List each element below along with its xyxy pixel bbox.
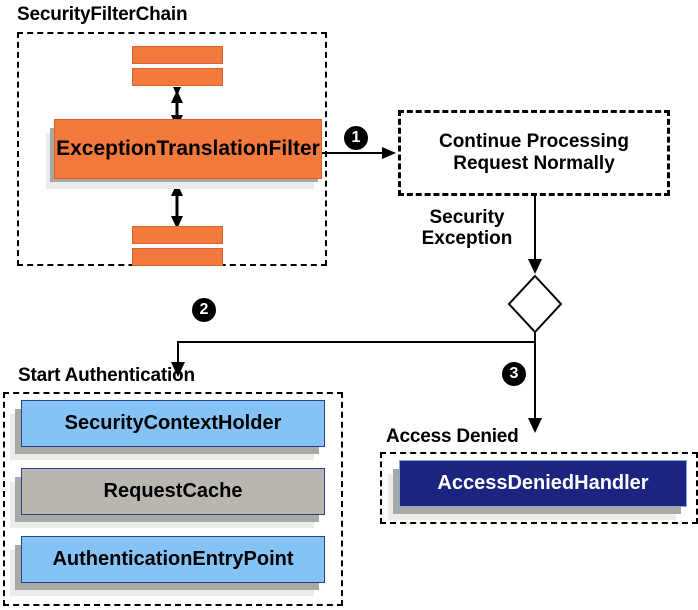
node-security-context-holder[interactable]: SecurityContextHolder [10, 400, 330, 462]
arrowhead-security-exception [528, 259, 542, 274]
group-title-access-denied: Access Denied [386, 426, 519, 447]
arrowhead-step3 [528, 418, 542, 433]
step-badge-2: 2 [192, 298, 216, 322]
group-title-security-filter-chain: SecurityFilterChain [17, 4, 188, 25]
filter-bar-bottom-2 [132, 248, 223, 266]
node-exception-translation-filter[interactable]: ExceptionTranslationFilter [40, 119, 322, 191]
node-request-cache[interactable]: RequestCache [10, 468, 330, 530]
group-box-start-authentication [3, 392, 343, 606]
node-face-exception-translation-filter: ExceptionTranslationFilter [54, 119, 322, 179]
node-face-request-cache: RequestCache [21, 468, 325, 515]
step-badge-1: 1 [344, 126, 368, 150]
edge-label-security-exception: Security Exception [421, 207, 513, 249]
filter-bar-top-1 [132, 46, 223, 64]
node-continue-processing[interactable]: Continue Processing Request Normally [398, 110, 670, 196]
filter-bar-bottom-1 [132, 226, 223, 244]
group-title-start-authentication: Start Authentication [18, 365, 195, 386]
node-access-denied-handler[interactable]: AccessDeniedHandler [388, 460, 688, 522]
group-box-access-denied [380, 452, 698, 524]
arrowhead-step1 [382, 147, 396, 159]
step-badge-3: 3 [502, 362, 526, 386]
node-face-security-context-holder: SecurityContextHolder [21, 400, 325, 447]
connector-step2 [177, 332, 536, 368]
filter-bar-top-2 [132, 68, 223, 86]
decision-diamond [507, 274, 563, 334]
node-authentication-entry-point[interactable]: AuthenticationEntryPoint [10, 536, 330, 598]
node-face-authentication-entry-point: AuthenticationEntryPoint [21, 536, 325, 583]
node-face-access-denied-handler: AccessDeniedHandler [399, 460, 687, 507]
